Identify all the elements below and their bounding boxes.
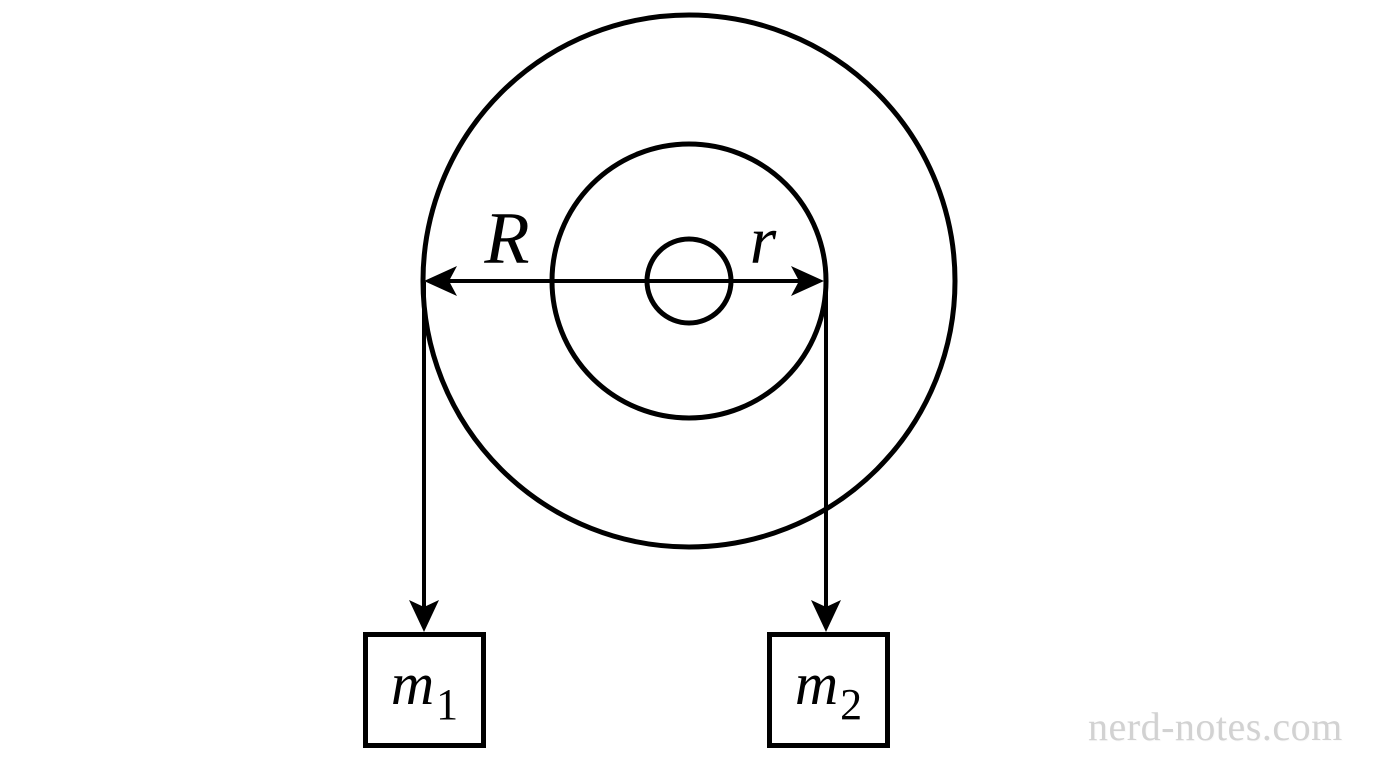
right-arrowhead-icon: [791, 266, 824, 296]
mass2-label: m2: [795, 654, 862, 727]
inner-radius-label: r: [749, 202, 777, 278]
mass2-symbol: m: [794, 650, 839, 717]
mass1-label: m1: [391, 654, 458, 727]
mass2-subscript: 2: [840, 679, 863, 729]
outer-pulley-circle: [420, 12, 958, 550]
mass1-arrowhead-icon: [409, 600, 439, 632]
mass2-arrowhead-icon: [811, 600, 841, 632]
mass1-subscript: 1: [436, 679, 459, 729]
mass2-box: m2: [767, 632, 890, 748]
left-arrowhead-icon: [424, 266, 457, 296]
mass1-box: m1: [363, 632, 486, 748]
watermark-text: nerd-notes.com: [1088, 704, 1343, 749]
outer-radius-label: R: [484, 198, 530, 280]
mass1-symbol: m: [390, 650, 435, 717]
